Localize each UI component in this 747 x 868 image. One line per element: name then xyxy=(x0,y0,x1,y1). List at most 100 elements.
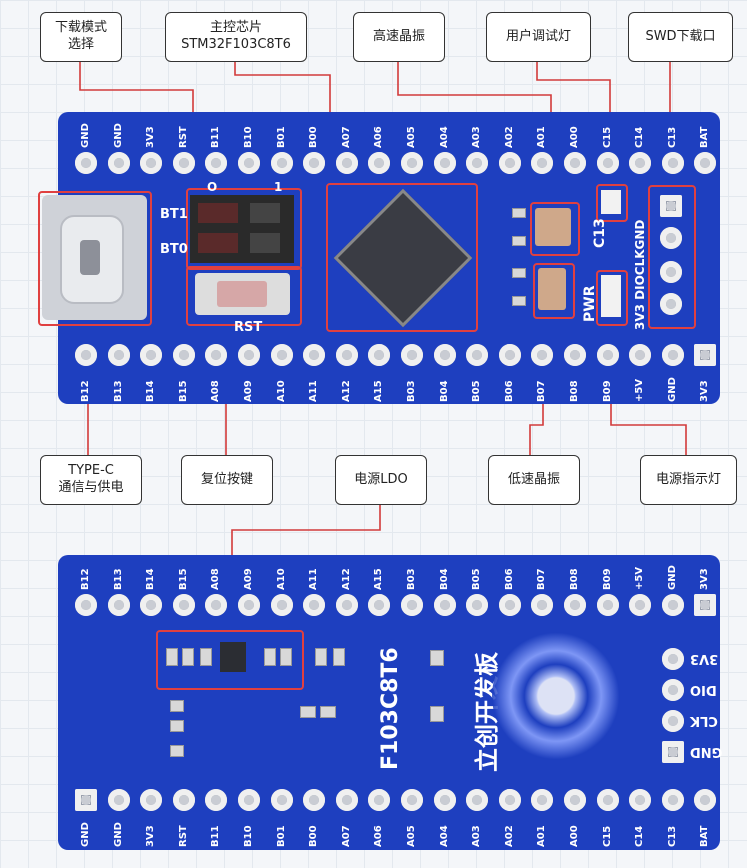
rst-label: RST xyxy=(234,320,263,335)
swd-header xyxy=(652,189,692,325)
pin-label: A15 xyxy=(373,380,385,402)
o-label: O xyxy=(207,180,218,194)
header-pin xyxy=(270,594,293,616)
pin-label: A02 xyxy=(503,825,515,847)
header-pin xyxy=(335,789,358,811)
header-pin xyxy=(498,344,521,366)
pin-label: B13 xyxy=(112,568,124,590)
callout-reset: 复位按键 xyxy=(181,455,273,505)
header-pin xyxy=(694,152,717,174)
smd-part xyxy=(300,706,316,718)
pin-label: GND xyxy=(666,377,678,402)
smd-part xyxy=(512,268,526,278)
pin-label: B10 xyxy=(243,825,254,847)
pin-label: A12 xyxy=(340,380,352,402)
pin-label: B12 xyxy=(80,380,91,402)
header-pin xyxy=(498,152,521,174)
pin-label: B10 xyxy=(243,126,254,148)
hse-crystal xyxy=(535,208,571,246)
pin-label: A05 xyxy=(406,126,417,148)
pin-label: B11 xyxy=(210,825,222,847)
pin-label: A07 xyxy=(340,126,352,148)
pin-label: 3V3 xyxy=(145,126,157,148)
header-pin xyxy=(270,152,293,174)
header-pin xyxy=(564,344,586,366)
header-pin xyxy=(694,594,717,616)
user-led-highlight xyxy=(596,184,628,222)
smd-part xyxy=(315,648,327,666)
pin-label: RST xyxy=(177,825,189,847)
header-pin xyxy=(205,152,228,174)
header-pin xyxy=(531,344,554,366)
header-pin xyxy=(335,594,358,616)
usb-c-highlight xyxy=(38,191,152,326)
pin-label: GND xyxy=(112,123,124,148)
pin-label: BAT xyxy=(699,126,711,148)
header-pin xyxy=(661,789,684,811)
boot-jumper-highlight xyxy=(186,188,302,270)
header-pin xyxy=(466,789,489,811)
header-pin xyxy=(629,344,652,366)
pin-label: B11 xyxy=(210,126,222,148)
swd-highlight xyxy=(648,185,696,329)
pin-label: C13 xyxy=(666,825,678,847)
header-pin xyxy=(172,344,195,366)
header-pin xyxy=(466,594,489,616)
pin-label: A03 xyxy=(471,825,483,847)
pin-label: 3V3 xyxy=(699,380,711,402)
smd-part xyxy=(512,296,526,306)
header-pin xyxy=(270,789,293,811)
header-pin xyxy=(629,789,652,811)
pin-label: A15 xyxy=(373,568,385,590)
header-pin xyxy=(531,789,554,811)
header-pin xyxy=(140,344,163,366)
pin-label: B12 xyxy=(80,568,91,590)
pin-label: A09 xyxy=(243,568,254,590)
smd-part xyxy=(170,720,184,732)
pin-label: B03 xyxy=(406,380,417,402)
header-pin xyxy=(694,344,717,366)
pin-label: A05 xyxy=(406,825,417,847)
pin-label: A04 xyxy=(438,126,450,148)
header-pin xyxy=(596,789,619,811)
pin-label: A12 xyxy=(340,568,352,590)
pin-label: A08 xyxy=(210,568,222,590)
header-pin xyxy=(107,789,130,811)
lse-highlight xyxy=(533,263,575,319)
swd-pin-label: GND xyxy=(690,744,723,759)
header-pin xyxy=(75,344,97,366)
reset-button[interactable] xyxy=(195,273,290,315)
power-led-highlight xyxy=(596,270,628,326)
header-pin xyxy=(596,344,619,366)
pin-label: A00 xyxy=(569,126,580,148)
header-pin xyxy=(433,789,456,811)
pin-label: A07 xyxy=(340,825,352,847)
pin-label: BAT xyxy=(699,825,711,847)
boot-jumper-block xyxy=(190,195,294,263)
header-pin xyxy=(140,152,163,174)
header-pin xyxy=(368,789,391,811)
pin-label: C13 xyxy=(666,126,678,148)
header-pin xyxy=(335,344,358,366)
pin-label: A03 xyxy=(471,126,483,148)
pin-label: A01 xyxy=(536,825,548,847)
pin-label: C14 xyxy=(634,825,646,847)
callout-typec: TYPE-C 通信与供电 xyxy=(40,455,142,505)
callout-user-led: 用户调试灯 xyxy=(486,12,591,62)
smd-part xyxy=(430,650,444,666)
pin-label: +5V xyxy=(634,378,646,402)
header-pin xyxy=(270,344,293,366)
pin-label: 3V3 xyxy=(145,825,157,847)
pin-label: RST xyxy=(177,126,189,148)
callout-lse: 低速晶振 xyxy=(488,455,580,505)
header-pin xyxy=(368,152,391,174)
header-pin xyxy=(368,344,391,366)
header-pin xyxy=(661,344,684,366)
header-pin xyxy=(335,152,358,174)
pin-label: B14 xyxy=(145,380,157,402)
header-pin xyxy=(401,152,423,174)
hse-highlight xyxy=(530,202,580,256)
pin-label: B07 xyxy=(536,380,548,402)
pwr-label: PWR xyxy=(582,285,598,322)
pin-label: B00 xyxy=(308,825,320,847)
